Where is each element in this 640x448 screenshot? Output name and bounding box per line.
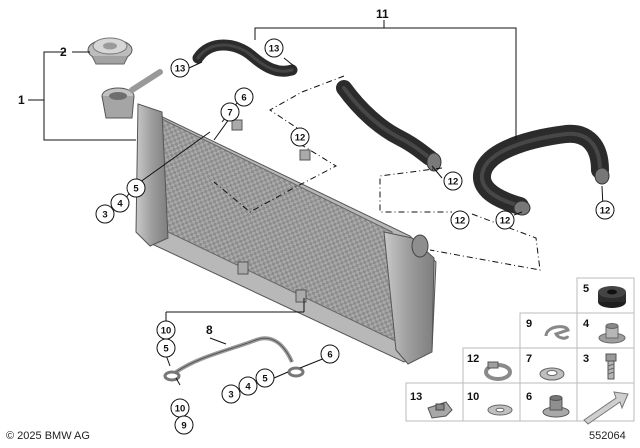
radiator [101, 69, 437, 365]
grid-cell-5[interactable]: 5 [583, 283, 626, 308]
clamp-clip-icon [427, 401, 453, 419]
svg-text:5: 5 [133, 184, 139, 195]
callout-6-b: 6 [320, 344, 340, 364]
callout-9: 9 [174, 415, 194, 435]
hose-clamp-icon [484, 361, 512, 381]
svg-text:6: 6 [241, 93, 246, 104]
svg-text:13: 13 [175, 64, 186, 75]
svg-text:3: 3 [102, 210, 107, 221]
bolt-icon [605, 353, 617, 380]
callout-3-b: 3 [221, 384, 241, 404]
svg-text:13: 13 [410, 391, 422, 403]
callout-3-top: 3 [95, 204, 115, 224]
overflow-pipe [163, 336, 305, 382]
parts-grid [405, 277, 635, 422]
svg-text:6: 6 [526, 391, 532, 403]
svg-text:12: 12 [455, 216, 466, 227]
callout-10-b: 10 [170, 398, 190, 418]
callout-12-c: 12 [450, 210, 470, 230]
callout-6-top: 6 [234, 87, 254, 107]
callout-4-b: 4 [238, 376, 258, 396]
spring-washer-icon [539, 367, 565, 381]
grid-cell-13[interactable]: 13 [410, 391, 453, 419]
callout-12-e: 12 [595, 200, 615, 220]
bushing-icon [598, 323, 626, 344]
svg-text:7: 7 [227, 108, 232, 119]
grid-cell-10[interactable]: 10 [467, 391, 513, 416]
washer-icon [487, 404, 513, 416]
label-2: 2 [60, 45, 67, 59]
callout-12-b: 12 [443, 171, 463, 191]
label-8: 8 [206, 323, 213, 337]
svg-text:12: 12 [448, 177, 459, 188]
svg-text:10: 10 [175, 404, 186, 415]
spring-clip-icon [544, 325, 570, 340]
svg-text:5: 5 [163, 344, 169, 355]
grid-cell-3[interactable]: 3 [583, 353, 617, 380]
svg-text:9: 9 [526, 318, 532, 330]
callout-10-a: 10 [156, 320, 176, 340]
copyright-text: © 2025 BMW AG [6, 430, 90, 442]
callout-5-top: 5 [126, 178, 146, 198]
svg-text:4: 4 [117, 199, 123, 210]
callout-5-b: 5 [156, 338, 176, 358]
svg-text:9: 9 [181, 421, 186, 432]
collar-nut-icon [542, 395, 570, 418]
svg-text:10: 10 [161, 326, 172, 337]
svg-text:12: 12 [600, 206, 611, 217]
svg-text:7: 7 [526, 353, 532, 365]
grommet-icon [598, 286, 626, 308]
hose-upper [336, 80, 442, 172]
grid-cell-12[interactable]: 12 [467, 353, 512, 381]
grid-cell-7[interactable]: 7 [526, 353, 565, 381]
svg-text:3: 3 [583, 353, 589, 365]
document-number: 552064 [589, 430, 626, 442]
nav-arrow-button[interactable] [583, 391, 629, 425]
svg-text:4: 4 [583, 318, 590, 330]
hose-small [192, 39, 298, 77]
hose-lower [473, 124, 610, 216]
svg-text:3: 3 [228, 390, 233, 401]
grid-cell-9[interactable]: 9 [526, 318, 570, 340]
grid-cell-6[interactable]: 6 [526, 391, 570, 418]
callout-13-b: 13 [170, 58, 190, 78]
svg-text:4: 4 [245, 382, 251, 393]
callout-13-a: 13 [264, 38, 284, 58]
radiator-cap [87, 37, 133, 65]
callout-12-a: 12 [290, 127, 310, 147]
svg-text:10: 10 [467, 391, 479, 403]
svg-text:12: 12 [467, 353, 479, 365]
svg-text:5: 5 [583, 283, 589, 295]
grid-cell-4[interactable]: 4 [583, 318, 626, 344]
label-1: 1 [18, 93, 25, 107]
callout-12-d: 12 [495, 210, 515, 230]
svg-text:12: 12 [295, 133, 306, 144]
svg-text:6: 6 [327, 350, 332, 361]
callout-7-top: 7 [220, 102, 240, 122]
svg-text:13: 13 [269, 44, 280, 55]
callout-5-c: 5 [255, 368, 275, 388]
callout-4-top: 4 [110, 193, 130, 213]
svg-text:12: 12 [500, 216, 511, 227]
label-11: 11 [376, 7, 389, 21]
svg-text:5: 5 [262, 374, 268, 385]
